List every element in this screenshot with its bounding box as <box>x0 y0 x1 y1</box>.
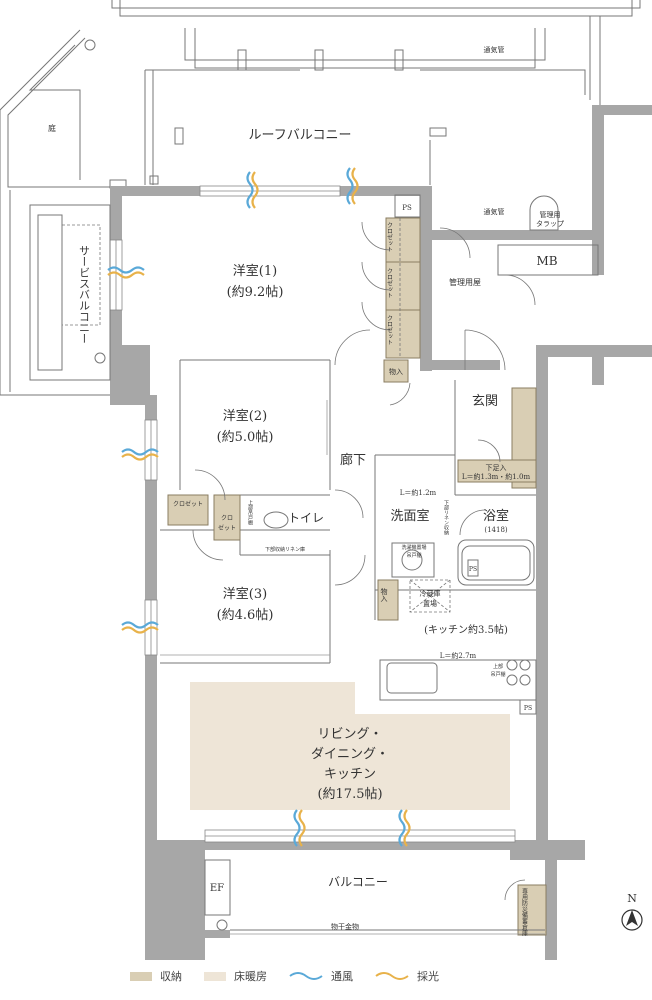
mb-label: MB <box>536 254 557 268</box>
legend-daylight-label: 採光 <box>417 970 439 983</box>
vent-pipe-top-label: 通気管 <box>484 45 505 54</box>
closet4-label: クロゼット <box>173 500 203 508</box>
drying-rack-label: 物干金物 <box>331 922 359 931</box>
balcony-label: バルコニー <box>328 875 388 889</box>
roof-balcony-label: ルーフバルコニー <box>249 128 352 143</box>
north-compass <box>621 909 643 931</box>
storage-blocks <box>167 217 547 936</box>
shoe-room-label-2: L＝約1.3m・約1.0m <box>462 472 531 481</box>
fridge-label-2: 置場 <box>423 599 437 608</box>
floor-heating-swatch-icon <box>204 971 226 981</box>
western1-size: (約9.2帖) <box>227 285 284 300</box>
linen-shelf-label: 下部リネン収納 <box>443 500 449 536</box>
ldk-line1: リビング・ <box>317 727 382 742</box>
service-balcony-label: サービスバルコニー <box>78 245 91 344</box>
garden-outline <box>0 29 112 396</box>
legend-floor-heating-label: 床暖房 <box>234 970 267 983</box>
upper-cabinet-label-1: 上部 <box>493 663 503 670</box>
ef-label: EF <box>210 883 224 894</box>
door-swings <box>192 221 536 901</box>
legend: 収納 床暖房 通風 採光 <box>130 966 439 986</box>
closet2-label: クロゼット <box>386 268 393 298</box>
western3-size: (約4.6帖) <box>217 608 274 623</box>
bathroom-label: 浴室 <box>483 508 509 524</box>
fridge-label-1: 冷蔵庫 <box>420 589 441 598</box>
western1-name: 洋室(1) <box>233 263 277 279</box>
western3-name: 洋室(3) <box>223 586 267 602</box>
upper-cabinet-label-2: 吊戸棚 <box>490 671 505 678</box>
vent-pipe-mid-label: 通気管 <box>484 207 505 216</box>
daylight-wave-icon <box>375 972 409 980</box>
kitchen-width-label: L＝約2.7m <box>440 651 477 660</box>
roof-balcony-outline <box>109 0 641 189</box>
legend-storage: 収納 <box>130 968 182 984</box>
ventilation-wave-icon <box>289 972 323 980</box>
service-balcony-area <box>29 204 111 381</box>
ps-bath-label: PS <box>469 566 477 573</box>
legend-ventilation-label: 通風 <box>331 970 353 983</box>
disaster-storage-label: 専用防災備蓄倉庫 <box>521 887 528 937</box>
closet3-label: クロゼット <box>386 315 393 345</box>
ldk-line3: キッチン <box>324 767 376 782</box>
legend-floor-heating: 床暖房 <box>204 968 267 984</box>
management-room-label: 管理用屋 <box>449 277 481 287</box>
ldk-size: (約17.5帖) <box>317 787 382 802</box>
washer-label: 洗濯機置場 <box>401 544 426 551</box>
mgmt-hatch-label-1: 管理用 <box>540 210 561 219</box>
closet1-label: クロゼット <box>386 222 393 252</box>
western2-name: 洋室(2) <box>223 408 267 424</box>
ps-top-label: PS <box>402 204 412 212</box>
storage2-label: 物入 <box>380 587 388 602</box>
storage1-label: 物入 <box>389 367 403 376</box>
washer-shelf-label: 吊戸棚 <box>406 552 421 559</box>
storage-swatch-icon <box>130 971 152 981</box>
entrance-label: 玄関 <box>472 394 498 409</box>
wash-width-label: L＝約1.2m <box>400 488 437 497</box>
closet5-label: クロ <box>221 515 233 522</box>
interior-partitions <box>160 359 536 664</box>
mgmt-hatch-label-2: タラップ <box>536 219 564 228</box>
washroom-label: 洗面室 <box>390 508 429 524</box>
ldk-line2: ダイニング・ <box>311 747 389 762</box>
bathroom-size: (1418) <box>484 526 508 534</box>
garden-label: 庭 <box>48 123 56 133</box>
north-label: N <box>627 892 637 905</box>
corridor-label: 廊下 <box>340 452 366 468</box>
western2-size: (約5.0帖) <box>217 430 274 445</box>
toilet-label: トイレ <box>288 511 324 525</box>
legend-ventilation: 通風 <box>289 968 353 984</box>
toilet-shelf-label: 下部収納リネン庫 <box>265 546 305 553</box>
ps-kitchen-label: PS <box>524 705 532 712</box>
closet5b-label: ゼット <box>218 524 236 532</box>
legend-storage-label: 収納 <box>160 970 182 983</box>
toilet-upper-shelf-label: 上部吊戸棚 <box>247 499 253 526</box>
kitchen-size: (キッチン約3.5帖) <box>424 623 508 636</box>
shoe-room-label-1: 下足入 <box>486 464 507 472</box>
fixtures <box>204 194 599 935</box>
legend-daylight: 採光 <box>375 968 439 984</box>
